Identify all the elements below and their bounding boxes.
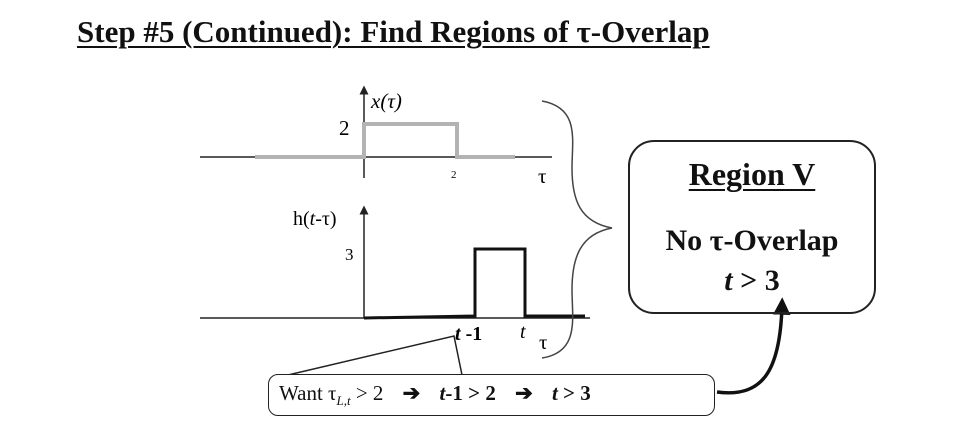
x-tau-xtick: 2: [451, 169, 457, 181]
x-tau-ytick: 2: [339, 116, 350, 140]
connector-arrow: [716, 297, 791, 395]
condition-expr2: t > 3: [551, 381, 591, 405]
region-no-overlap: No τ-Overlap: [665, 224, 839, 257]
region-condition: t > 3: [724, 264, 780, 297]
page-title: Step #5 (Continued): Find Regions of τ-O…: [77, 14, 710, 49]
x-tau-xlabel: τ: [538, 164, 546, 188]
plot-h-t-minus-tau: h(t-τ) 3 t -1 t τ: [200, 205, 590, 354]
h-ylabel: h(t-τ): [293, 208, 337, 230]
x-tau-signal: [255, 122, 515, 159]
h-xtick-t-minus-1: t -1: [455, 323, 482, 345]
condition-expr1: t-1 > 2: [439, 381, 496, 405]
condition-lead: Want τ: [279, 381, 337, 405]
h-ytick: 3: [345, 245, 354, 264]
h-xtick-t: t: [520, 321, 526, 343]
h-xlabel: τ: [539, 330, 547, 354]
condition-after-sub: > 2: [350, 381, 384, 405]
region-box: Region V No τ-Overlap t > 3: [628, 140, 876, 314]
arrow-right-icon: ➔: [402, 381, 421, 405]
callout-pointer: [287, 335, 463, 376]
condition-text: Want τL,t > 2 ➔ t-1 > 2 ➔ t > 3: [279, 381, 591, 409]
x-tau-ylabel: x(τ): [370, 89, 402, 113]
plot-x-tau: x(τ) 2 2 τ: [200, 85, 552, 188]
region-title: Region V: [688, 156, 816, 192]
condition-box: Want τL,t > 2 ➔ t-1 > 2 ➔ t > 3: [268, 374, 715, 416]
curly-brace: [541, 100, 613, 359]
condition-subscript: L,t: [336, 393, 351, 409]
arrow-right-icon: ➔: [515, 381, 533, 405]
h-t-minus-tau-signal: [363, 247, 585, 320]
